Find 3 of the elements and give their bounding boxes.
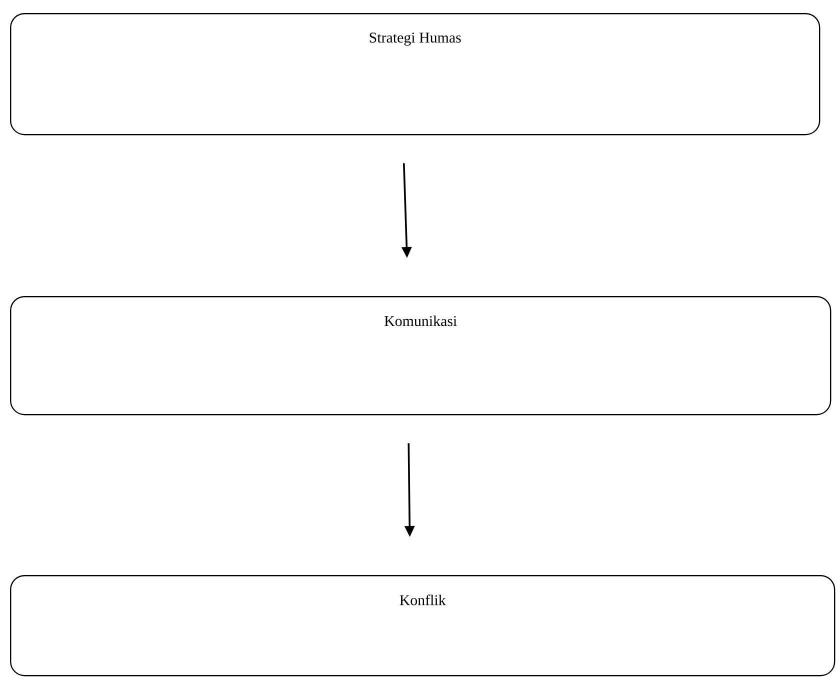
process-box: Konflik: [10, 575, 836, 676]
process-box: Komunikasi: [10, 296, 832, 416]
process-box: Strategi Humas: [10, 13, 820, 136]
